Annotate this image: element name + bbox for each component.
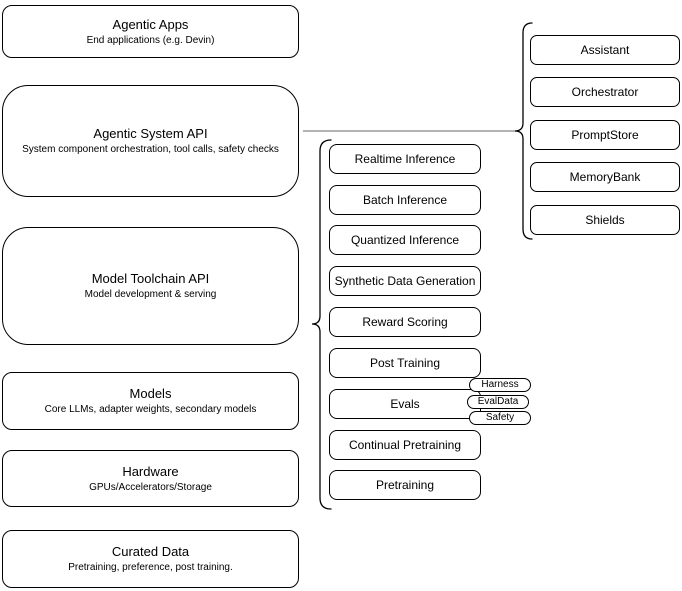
node-label: Quantized Inference [350, 233, 460, 247]
node-label: Post Training [369, 356, 441, 370]
tag-harness: Harness [469, 378, 531, 392]
node-pretraining: Pretraining [329, 470, 481, 500]
node-subtitle: System component orchestration, tool cal… [22, 144, 279, 155]
node-shields: Shields [530, 205, 680, 235]
node-title: Model Toolchain API [91, 271, 210, 286]
node-title: Hardware [122, 463, 179, 479]
node-assistant: Assistant [530, 35, 680, 65]
node-subtitle: End applications (e.g. Devin) [86, 34, 215, 46]
node-title: Curated Data [111, 544, 190, 559]
node-model-toolchain-api: Model Toolchain API Model development & … [2, 227, 299, 345]
node-label: Realtime Inference [354, 152, 456, 166]
node-label: Shields [585, 213, 625, 227]
node-label: Batch Inference [362, 193, 448, 207]
node-synthetic-data-generation: Synthetic Data Generation [329, 266, 481, 296]
node-label: Assistant [580, 43, 630, 57]
node-quantized-inference: Quantized Inference [329, 225, 481, 255]
node-models: Models Core LLMs, adapter weights, secon… [2, 372, 299, 430]
node-subtitle: GPUs/Accelerators/Storage [89, 481, 212, 493]
tag-label: Safety [485, 412, 515, 423]
node-label: Orchestrator [571, 85, 639, 99]
node-subtitle: Model development & serving [84, 289, 217, 300]
node-orchestrator: Orchestrator [530, 77, 680, 107]
node-promptstore: PromptStore [530, 120, 680, 150]
node-post-training: Post Training [329, 348, 481, 378]
node-label: Pretraining [375, 478, 435, 492]
node-label: Synthetic Data Generation [334, 274, 476, 288]
node-continual-pretraining: Continual Pretraining [329, 430, 481, 460]
node-curated-data: Curated Data Pretraining, preference, po… [2, 530, 299, 588]
node-realtime-inference: Realtime Inference [329, 144, 481, 174]
node-title: Agentic System API [93, 126, 208, 141]
node-label: Evals [390, 397, 420, 411]
node-evals: Evals [329, 389, 481, 419]
node-memorybank: MemoryBank [530, 162, 680, 192]
tag-label: Harness [481, 379, 519, 390]
node-subtitle: Pretraining, preference, post training. [68, 562, 233, 573]
node-label: PromptStore [571, 128, 639, 142]
node-subtitle: Core LLMs, adapter weights, secondary mo… [44, 404, 257, 415]
node-label: Reward Scoring [362, 315, 448, 329]
node-agentic-apps: Agentic Apps End applications (e.g. Devi… [2, 5, 299, 58]
node-title: Models [129, 386, 172, 401]
node-batch-inference: Batch Inference [329, 185, 481, 215]
node-label: Continual Pretraining [348, 438, 462, 452]
node-hardware: Hardware GPUs/Accelerators/Storage [2, 450, 299, 507]
node-reward-scoring: Reward Scoring [329, 307, 481, 337]
node-label: MemoryBank [569, 170, 641, 184]
tag-label: EvalData [477, 396, 519, 407]
tag-safety: Safety [469, 411, 531, 425]
node-title: Agentic Apps [112, 16, 189, 32]
tag-evaldata: EvalData [467, 395, 529, 409]
node-agentic-system-api: Agentic System API System component orch… [2, 85, 299, 197]
